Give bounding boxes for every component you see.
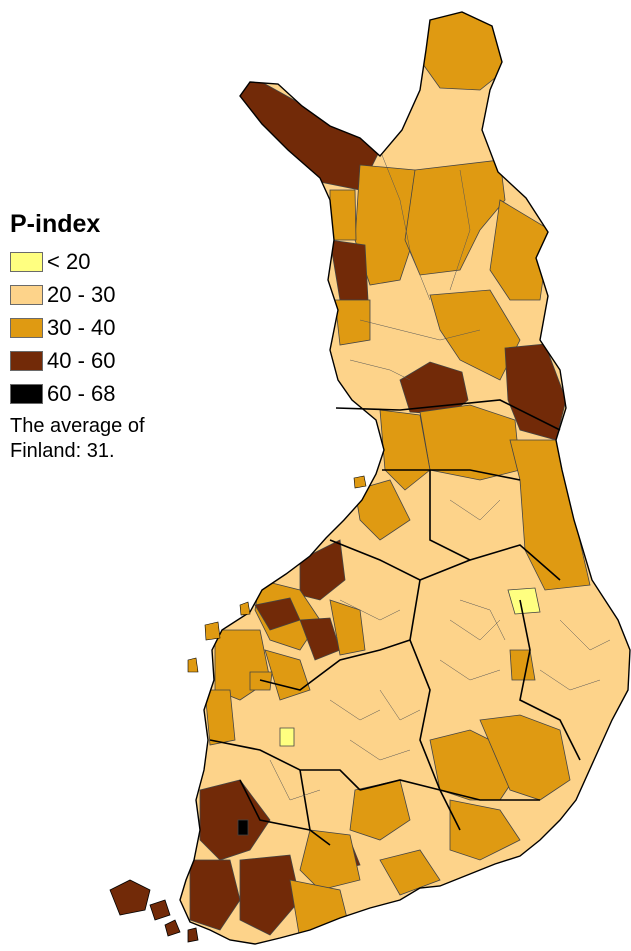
legend-note: The average of Finland: 31. <box>10 414 210 464</box>
legend-label: 40 - 60 <box>47 347 116 373</box>
legend-swatch <box>10 317 43 338</box>
region-ostro-inland <box>329 599 366 656</box>
region-oulu <box>419 404 521 481</box>
municipality-polygons <box>189 12 591 941</box>
region-dark-mid <box>399 361 469 416</box>
region-sw-coast <box>189 859 241 931</box>
legend-swatch <box>10 383 43 404</box>
legend-label: 30 - 40 <box>47 314 116 340</box>
region-north-tip <box>419 12 506 91</box>
region-yellow-west <box>279 727 295 747</box>
legend-label: 20 - 30 <box>47 281 116 307</box>
legend-item: < 20 <box>10 245 210 278</box>
region-salo <box>239 854 301 936</box>
legend-item: 60 - 68 <box>10 377 210 410</box>
region-uusimaa-n <box>299 829 361 891</box>
legend-item: 30 - 40 <box>10 311 210 344</box>
legend-swatch <box>10 350 43 371</box>
west-islands <box>187 475 367 673</box>
legend-item: 40 - 60 <box>10 344 210 377</box>
region-yellow-east <box>507 587 541 615</box>
province-borders <box>209 399 581 846</box>
region-lapland-se <box>429 289 521 381</box>
region-karelia-s <box>479 714 571 801</box>
legend: P-index < 20 20 - 30 30 - 40 40 - 60 60 - 68… <box>10 210 210 464</box>
legend-note-line2: Finland: 31. <box>10 440 115 462</box>
aland-islands <box>109 879 199 943</box>
region-kymi <box>449 799 521 861</box>
region-black <box>237 819 249 836</box>
legend-rows: < 20 20 - 30 30 - 40 40 - 60 60 - 68 <box>10 245 210 410</box>
legend-swatch <box>10 251 43 272</box>
municipality-borders <box>269 149 611 801</box>
region-satak-coast <box>204 689 236 746</box>
legend-swatch <box>10 284 43 305</box>
region-ostro-n <box>354 479 411 541</box>
region-lapland-sw <box>334 299 371 346</box>
region-uusimaa-e <box>379 849 441 896</box>
legend-title: P-index <box>10 210 101 238</box>
region-northwest-arm <box>239 69 381 191</box>
legend-item: 20 - 30 <box>10 278 210 311</box>
legend-label: 60 - 68 <box>47 380 116 406</box>
legend-note-line1: The average of <box>10 415 145 437</box>
legend-label: < 20 <box>47 248 91 274</box>
region-lapland-e <box>489 199 551 301</box>
